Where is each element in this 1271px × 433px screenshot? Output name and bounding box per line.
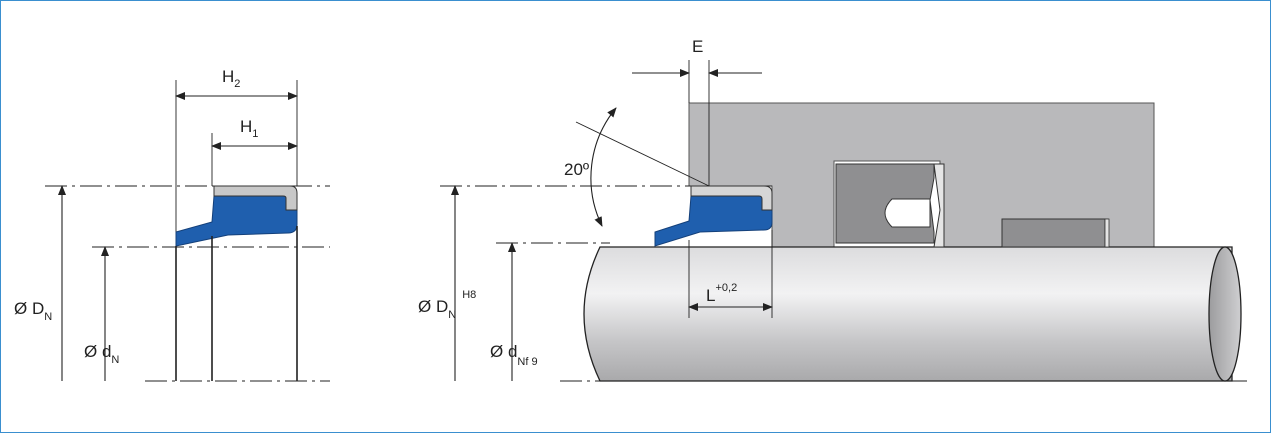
label-l: L+0,2 xyxy=(706,282,737,305)
label-dnsmall-right: Ø dNf 9 xyxy=(490,342,538,368)
u-cup-groove xyxy=(884,198,931,228)
rod-end-face xyxy=(1208,246,1242,382)
guide-ring xyxy=(1001,218,1106,248)
piston-rod xyxy=(583,246,1233,382)
wiper-seal-blue xyxy=(654,195,773,247)
label-h1: H1 xyxy=(240,117,258,140)
angle-arc-20deg xyxy=(590,107,617,227)
seal-cap-grey xyxy=(213,185,298,211)
seal-body-blue xyxy=(175,195,298,247)
left-seal-detail xyxy=(45,80,330,382)
right-assembly-detail xyxy=(440,60,1250,382)
label-dnsmall-left: Ø dN xyxy=(84,342,119,366)
label-dn-right: Ø DNH8 xyxy=(418,289,476,321)
label-dn-left: Ø DN xyxy=(14,299,52,323)
u-cup-backup-ring xyxy=(933,163,945,248)
label-e: E xyxy=(692,37,703,56)
wiper-seal-cap xyxy=(690,185,773,211)
guide-ring-gap xyxy=(1104,218,1110,248)
label-h2: H2 xyxy=(222,67,240,90)
label-angle-20: 20º xyxy=(564,160,589,179)
